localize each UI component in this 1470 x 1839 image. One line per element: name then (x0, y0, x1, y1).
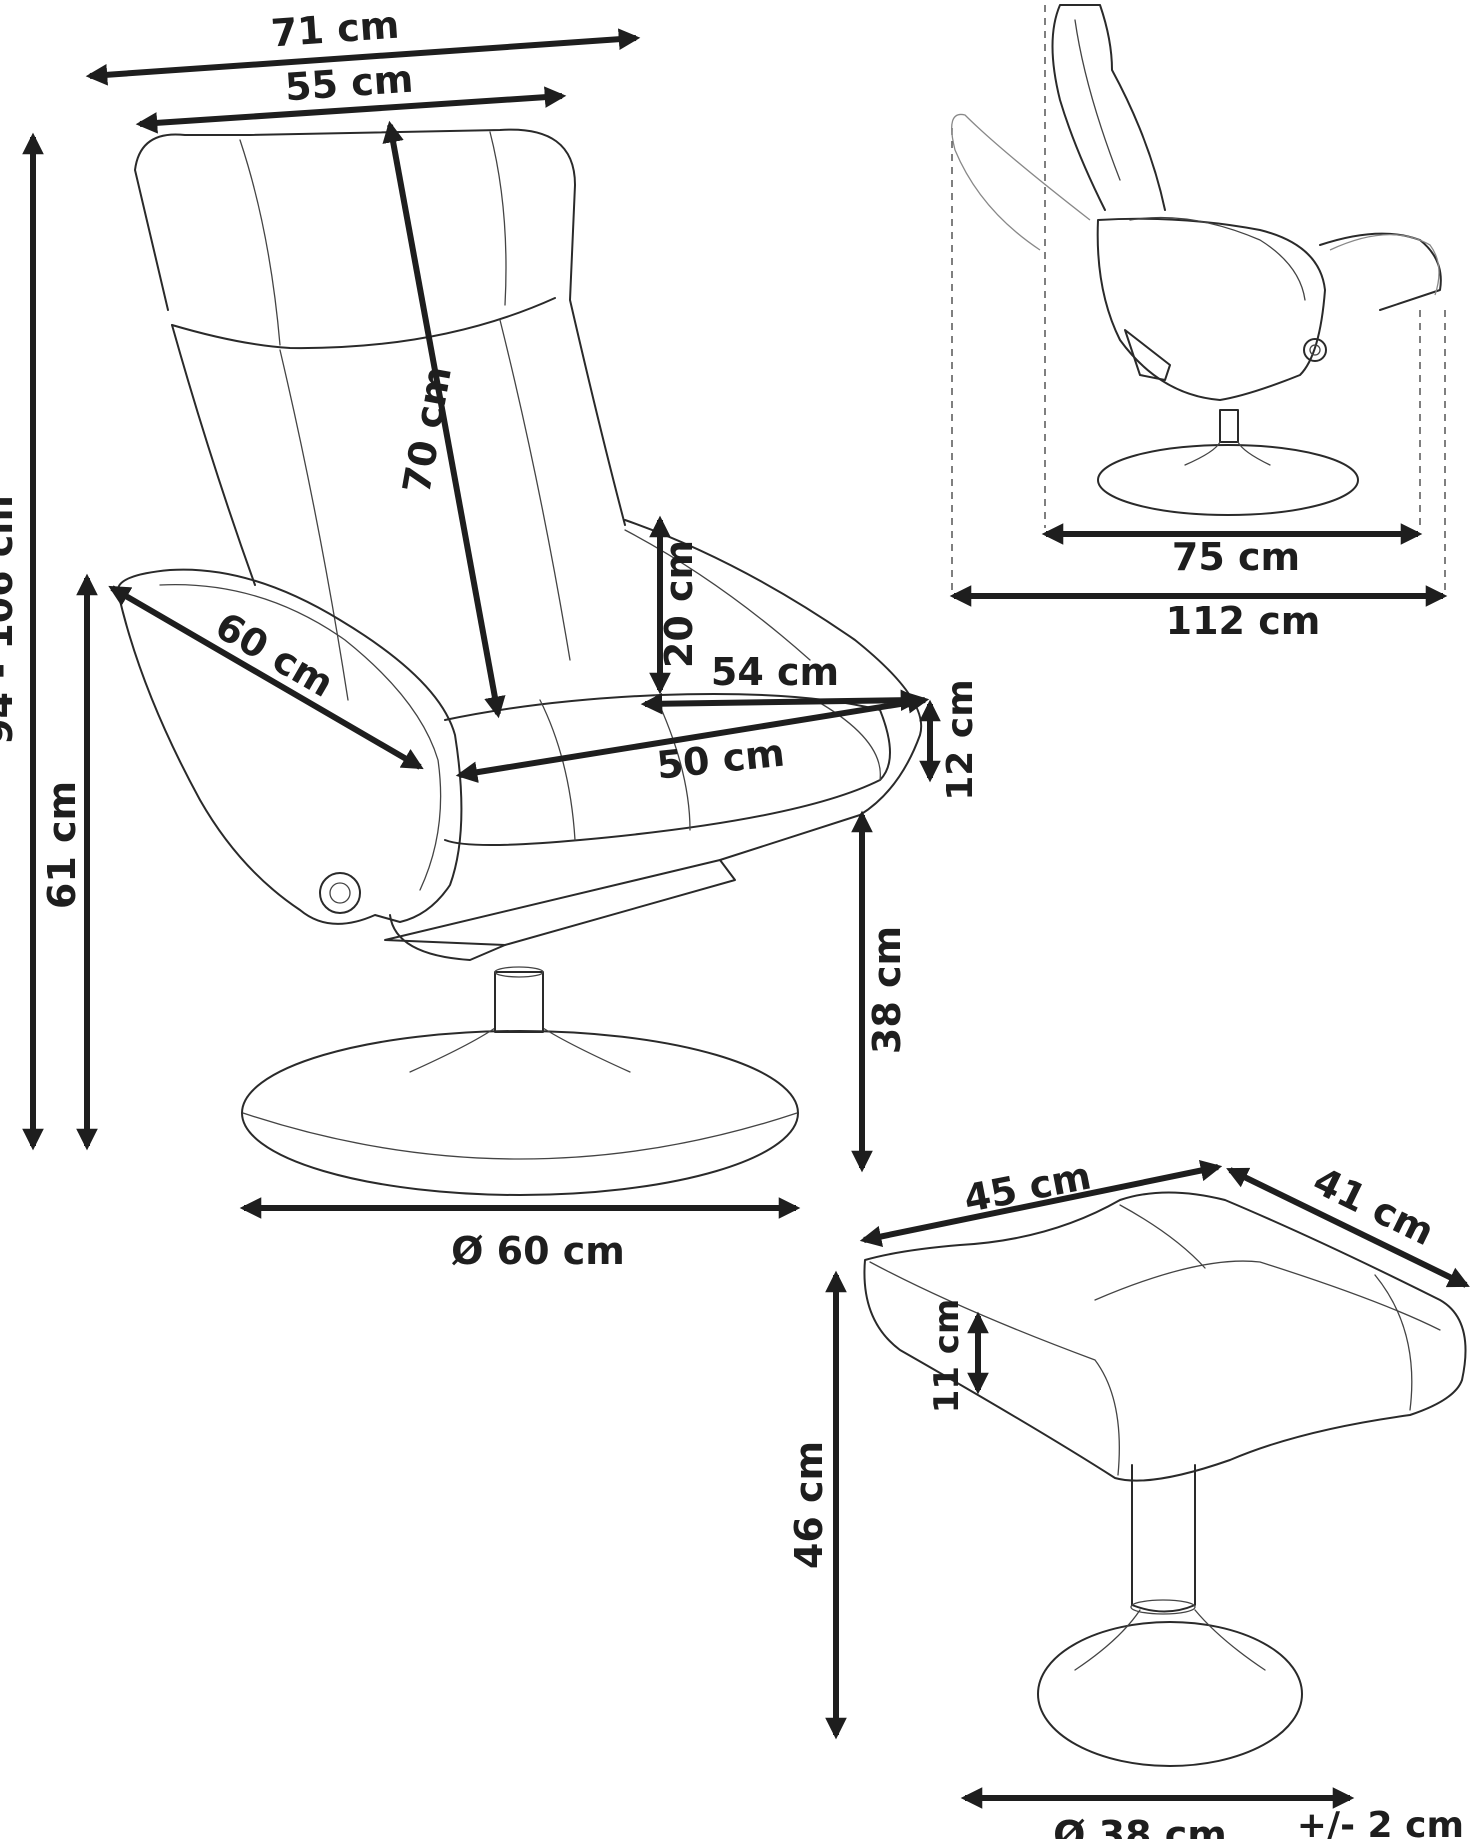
reclined-chair-side-view (951, 4, 1446, 590)
dim-line-backrest-height (382, 120, 506, 719)
label-seat-height: 38 cm (865, 926, 909, 1054)
label-reclined-depth: 112 cm (1166, 599, 1321, 643)
label-cushion-thickness: 12 cm (940, 679, 981, 800)
label-height-range: 94 - 106 cm (0, 495, 21, 745)
dim-line-ottoman-width (859, 1159, 1223, 1248)
dim-line-backrest-width (135, 86, 567, 134)
label-ottoman-width: 45 cm (960, 1153, 1094, 1221)
label-ottoman-base: Ø 38 cm (1053, 1813, 1227, 1839)
dim-line-seat-depth (640, 689, 923, 715)
label-seat-depth: 54 cm (711, 650, 839, 694)
dim-line-ottoman-depth (1226, 1167, 1470, 1288)
ottoman-drawing (863, 1191, 1467, 1767)
dimension-lines (22, 28, 1470, 1809)
dim-line-total-width (85, 28, 641, 86)
label-backrest-width: 55 cm (284, 57, 415, 110)
dim-line-armrest-depth (108, 585, 424, 770)
label-upright-depth: 75 cm (1172, 535, 1300, 579)
label-ottoman-cushion: 11 cm (927, 1299, 967, 1414)
dim-line-seat-width (455, 692, 930, 783)
label-total-width: 71 cm (270, 3, 401, 56)
label-armrest-above-seat: 20 cm (657, 540, 701, 668)
dimension-labels: 71 cm 55 cm 94 - 106 cm 61 cm 70 cm 60 c… (0, 3, 1464, 1839)
label-base-diameter: Ø 60 cm (451, 1229, 625, 1273)
label-ottoman-height: 46 cm (787, 1441, 831, 1569)
label-tolerance: +/- 2 cm (1297, 1805, 1464, 1839)
label-backrest-height: 70 cm (394, 363, 460, 497)
label-armrest-height: 61 cm (40, 781, 84, 909)
